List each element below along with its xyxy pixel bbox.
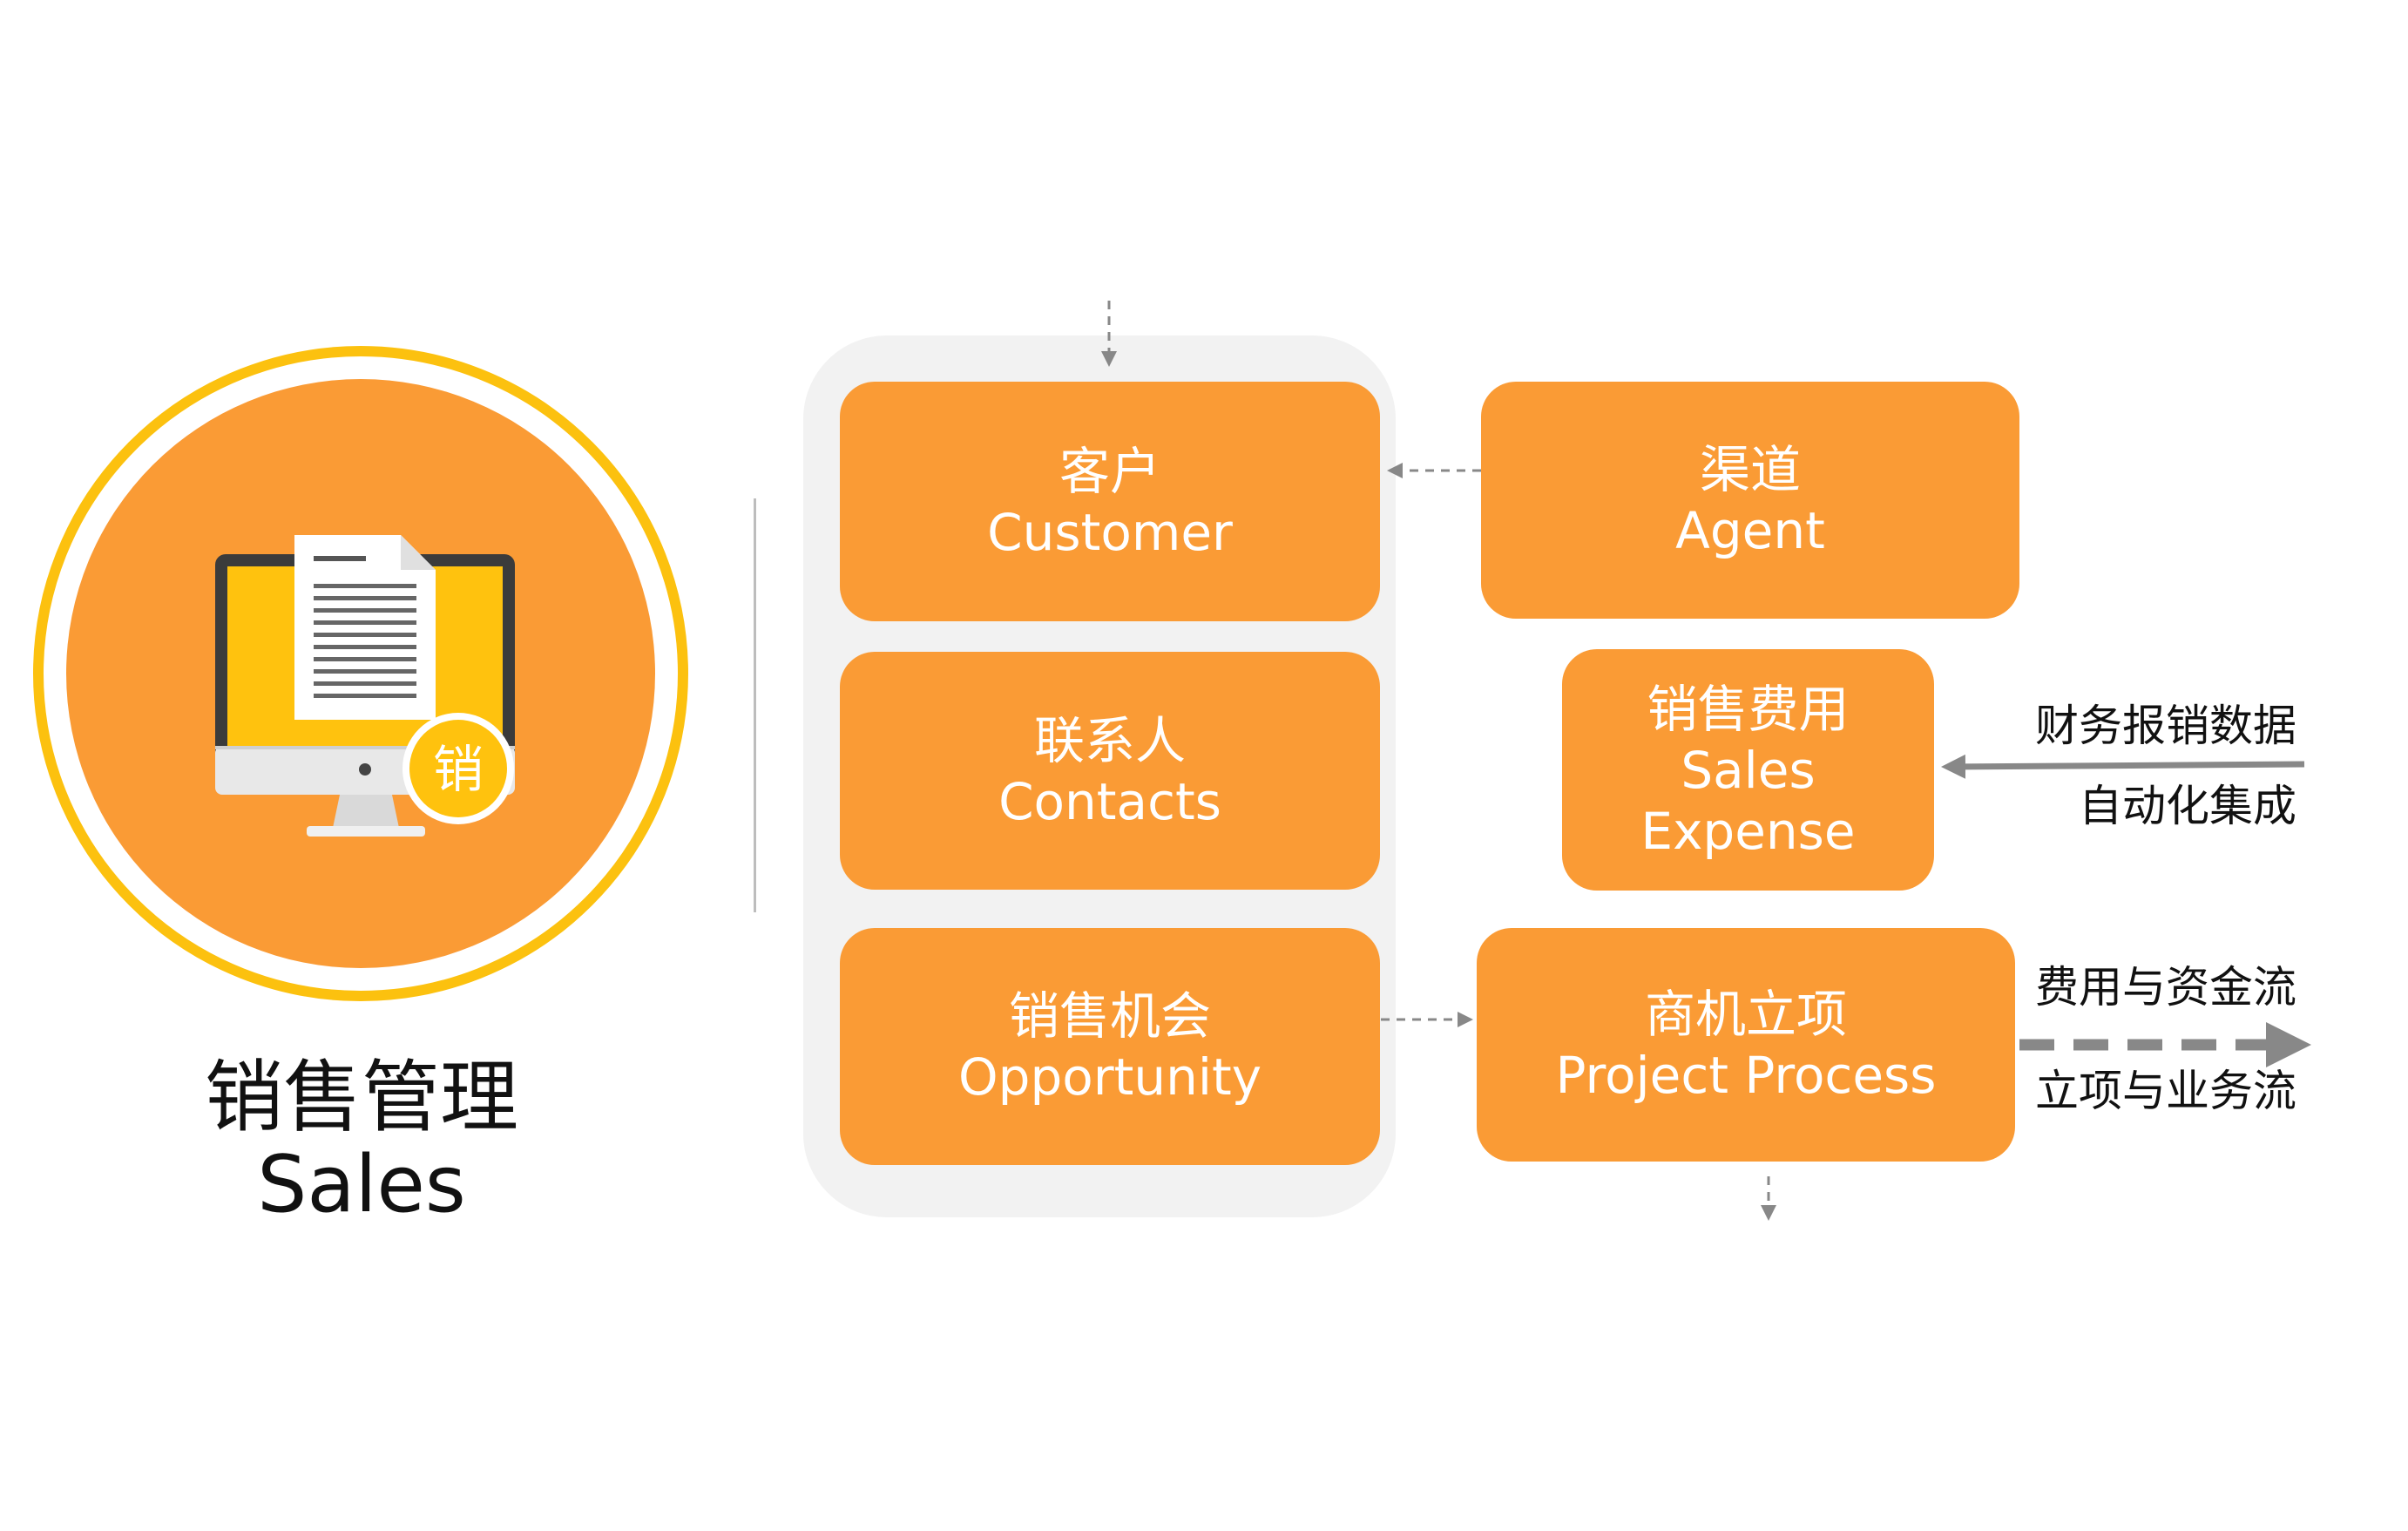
module-title-cn: 销售管理	[205, 1052, 518, 1143]
node-opportunity[interactable]: 销售机会 Opportunity	[840, 928, 1380, 1165]
node-project-process-cn: 商机立项	[1644, 985, 1847, 1044]
node-agent[interactable]: 渠道 Agent	[1481, 382, 2019, 619]
node-opportunity-cn: 销售机会	[1008, 986, 1211, 1046]
label-finance-line1: 财务报销数据	[2035, 701, 2296, 751]
label-finance-line2: 自动化集成	[2079, 781, 2296, 831]
node-sales-expense[interactable]: 销售费用 Sales Expense	[1562, 649, 1934, 891]
label-flow-line1: 费用与资金流	[2035, 962, 2296, 1013]
node-opportunity-en: Opportunity	[957, 1047, 1262, 1107]
node-sales-expense-cn: 销售费用	[1647, 679, 1850, 739]
node-sales-expense-en-line2: Expense	[1640, 801, 1856, 861]
node-contacts-cn: 联系人	[1033, 710, 1186, 770]
node-project-process-en: Project Process	[1555, 1046, 1937, 1105]
module-title-en: Sales	[257, 1139, 466, 1230]
node-customer-cn: 客户	[1059, 441, 1160, 501]
module-badge-char: 销	[433, 740, 484, 799]
arrow-finance-to-expense	[1941, 754, 2305, 779]
node-customer[interactable]: 客户 Customer	[840, 382, 1380, 621]
monitor-document-icon: 销	[215, 535, 515, 837]
node-project-process[interactable]: 商机立项 Project Process	[1477, 928, 2015, 1162]
node-customer-en: Customer	[987, 502, 1233, 562]
vertical-divider	[754, 498, 756, 912]
node-agent-en: Agent	[1675, 501, 1825, 560]
node-sales-expense-en-line1: Sales	[1681, 740, 1816, 800]
label-flow-line2: 立项与业务流	[2035, 1066, 2296, 1116]
node-agent-cn: 渠道	[1699, 440, 1801, 499]
node-contacts[interactable]: 联系人 Contacts	[840, 652, 1380, 890]
node-contacts-en: Contacts	[998, 771, 1221, 831]
